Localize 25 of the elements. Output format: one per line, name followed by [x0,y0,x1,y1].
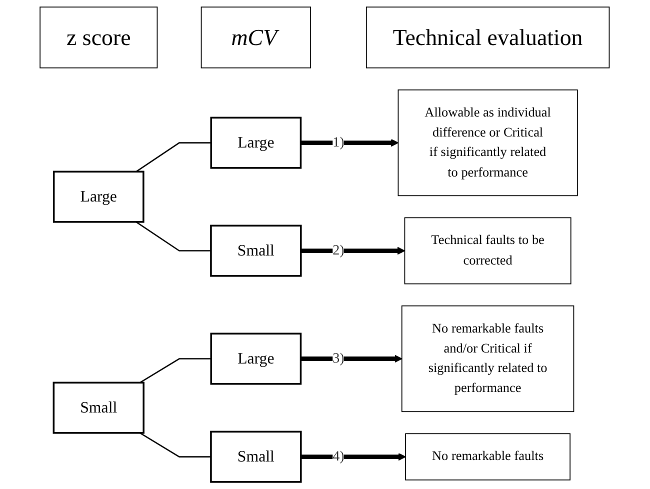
node-box: Large [53,170,145,223]
node-box: z score [40,6,158,68]
node-box: Small [210,224,302,277]
node-box: Large [210,116,302,169]
arrow [301,354,403,363]
node-box: Large [210,332,302,385]
edge-label: 1) [332,134,345,150]
arrow [301,452,406,461]
connector [136,221,212,252]
edge-label: 2) [332,242,345,258]
connector [140,432,212,458]
edge-label: 4) [332,448,345,464]
node-box: Small [210,430,302,483]
node-box: Allowable as individual difference or Critical if significantly related to performance [398,89,578,196]
edge-label: 3) [332,350,345,366]
node-box: Technical faults to be corrected [404,217,572,284]
arrow [301,138,399,147]
node-box: No remarkable faults and/or Critical if significantly related to performance [402,305,575,412]
node-box: mCV [201,6,312,68]
node-box: No remarkable faults [405,433,571,480]
node-box: Small [53,382,145,434]
node-box: Technical evaluation [366,6,610,68]
connector [136,142,212,172]
arrow [301,246,406,255]
connector [140,358,212,384]
